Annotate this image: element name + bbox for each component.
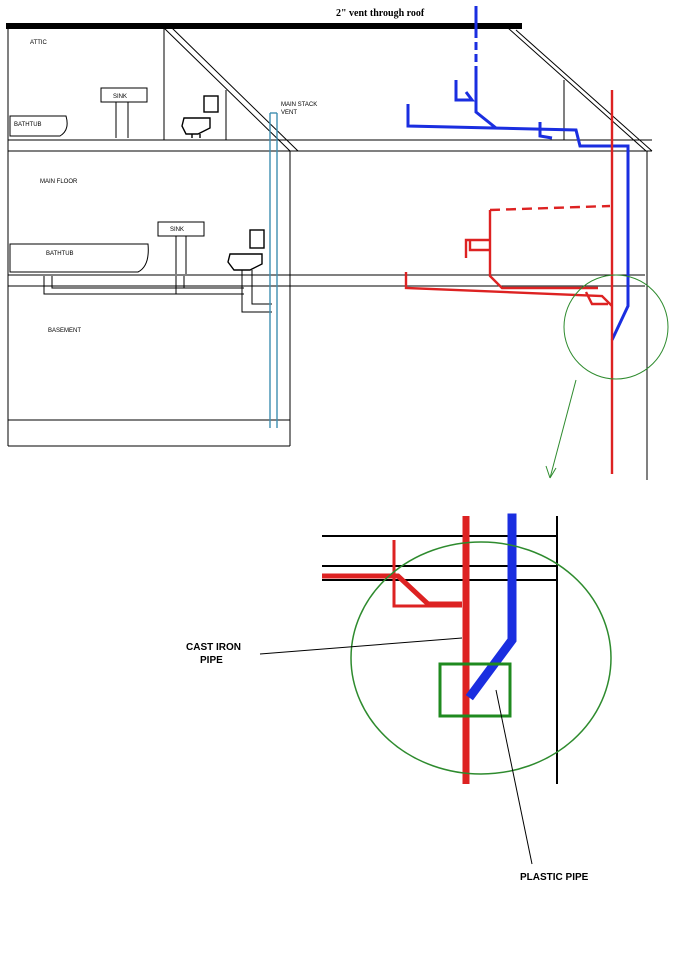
lower-bathtub (9, 243, 149, 273)
joint-highlight-box (438, 662, 512, 718)
plastic-pipe-detail (465, 513, 517, 701)
plastic-vent-piping-top (406, 6, 630, 341)
upper-bathtub (9, 115, 68, 137)
zoom-arrow (545, 379, 577, 479)
highlight-circle-top (563, 274, 669, 380)
basement-label: BASEMENT (48, 328, 81, 334)
lower-bathtub-label: BATHTUB (46, 251, 74, 257)
lower-toilet (227, 229, 265, 271)
upper-bathtub-label: BATHTUB (14, 122, 42, 128)
cast-iron-dashed-branch (489, 204, 611, 212)
plastic-pipe-label: PLASTIC PIPE (520, 872, 589, 883)
upper-sink-label: SINK (113, 94, 127, 100)
highlight-circle-detail (350, 541, 612, 775)
lower-sink-label: SINK (170, 227, 184, 233)
upper-sink (100, 87, 148, 138)
attic-label: ATTIC (30, 40, 48, 46)
basement-drain-piping (43, 270, 272, 313)
lower-sink (157, 221, 205, 274)
main-stack-vent (269, 112, 278, 428)
roof-vent-label: 2" vent through roof (336, 8, 425, 19)
main-floor-label: MAIN FLOOR (40, 179, 78, 185)
detail-walls (322, 516, 558, 784)
cast-iron-pipe-detail (322, 516, 470, 784)
cast-iron-piping-top (404, 90, 614, 474)
house-cross-section (6, 23, 653, 480)
main-stack-vent-label-2: VENT (281, 110, 297, 116)
main-stack-vent-label-1: MAIN STACK (281, 102, 317, 108)
cast-iron-label-1: CAST IRON (186, 642, 241, 653)
plastic-pipe-callout-line (495, 689, 533, 865)
upper-toilet (181, 95, 219, 138)
cast-iron-label-2: PIPE (200, 655, 223, 666)
cast-iron-callout-line (259, 637, 463, 655)
